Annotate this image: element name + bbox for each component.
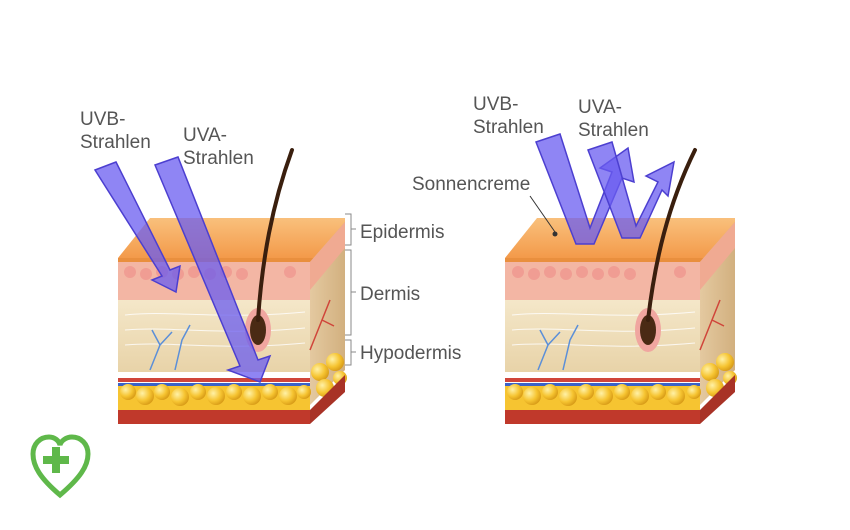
uva-right-label-line2: Strahlen (578, 120, 649, 141)
logo-heart-cross-icon (30, 434, 91, 499)
hypodermis-label: Hypodermis (360, 343, 461, 364)
uva-right-label-line1: UVA- (578, 97, 622, 118)
sunscreen-pointer (529, 195, 556, 233)
layer-brackets (345, 213, 356, 366)
uvb-left-label-line2: Strahlen (80, 132, 151, 153)
uva-left-label-line1: UVA- (183, 125, 227, 146)
sunscreen-label: Sonnencreme (412, 174, 530, 195)
uvb-left-label-line1: UVB- (80, 109, 125, 130)
skin-block-right (505, 148, 737, 424)
epidermis-label: Epidermis (360, 222, 444, 243)
uvb-right-label-line1: UVB- (473, 94, 518, 115)
skin-block-left (118, 148, 347, 424)
uva-left-label-line2: Strahlen (183, 148, 254, 169)
uva-ray-left (153, 156, 272, 383)
uvb-right-label-line2: Strahlen (473, 117, 544, 138)
dermis-label: Dermis (360, 284, 420, 305)
uva-ray-right-reflected (587, 141, 675, 239)
hair-icon (646, 148, 697, 322)
uvb-ray-left (93, 161, 181, 294)
hair-icon (256, 148, 294, 322)
